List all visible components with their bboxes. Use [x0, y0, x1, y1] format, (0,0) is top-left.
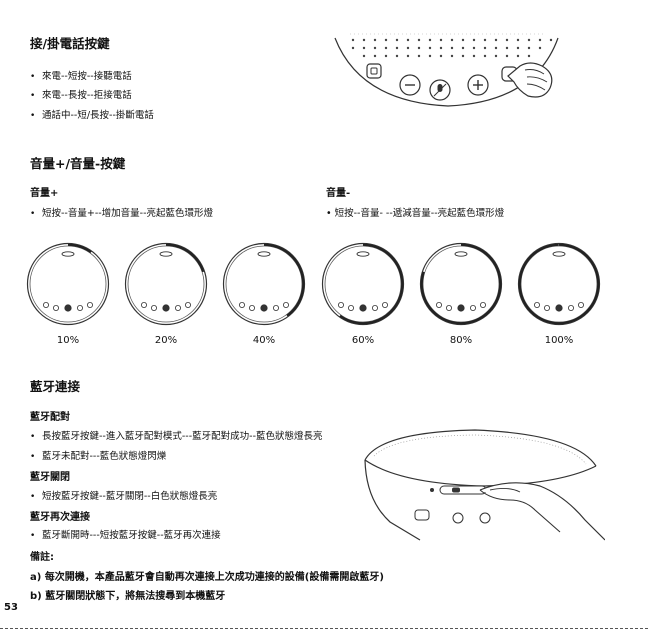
- volume-ring-arc: [263, 243, 305, 317]
- volume-ring-arc: [67, 243, 92, 254]
- grille-dot: [527, 54, 531, 58]
- grille-dot: [450, 38, 454, 42]
- volume-minus-title: 音量-: [326, 188, 351, 199]
- volume-level-speaker: [321, 242, 405, 326]
- grille-dot: [516, 38, 520, 42]
- bt-off-title: 藍牙關閉: [30, 472, 70, 483]
- grille-dot: [406, 38, 410, 42]
- grille-dot: [362, 38, 366, 42]
- grille-dot: [461, 38, 465, 42]
- grille-dot: [538, 46, 542, 50]
- volume-level-label: 10%: [56, 335, 80, 346]
- volume-level-speaker: [222, 242, 306, 326]
- grille-dot: [417, 54, 421, 58]
- grille-dot: [450, 46, 454, 50]
- bt-reconnect-item-1: 藍牙斷開時---短按藍牙按鍵--藍牙再次連接: [30, 527, 221, 541]
- grille-dot: [406, 46, 410, 50]
- grille-dot: [395, 38, 399, 42]
- bt-reconnect-title: 藍牙再次連接: [30, 512, 90, 523]
- grille-dot: [406, 54, 410, 58]
- page-bottom-divider: [0, 628, 648, 629]
- grille-dot: [472, 38, 476, 42]
- grille-dot: [527, 46, 531, 50]
- volume-level-speaker: [124, 242, 208, 326]
- volume-level-speaker: [419, 242, 503, 326]
- grille-dot: [384, 38, 388, 42]
- volume-section-title: 音量+/音量-按鍵: [30, 156, 126, 171]
- bluetooth-section-title: 藍牙連接: [30, 379, 81, 394]
- notes-title: 備註:: [30, 552, 54, 563]
- bt-pairing-title: 藍牙配對: [30, 412, 70, 423]
- grille-dot: [538, 38, 542, 42]
- note-item-a: a) 每次開機，本產品藍牙會自動再次連接上次成功連接的設備(設備需開啟藍牙): [30, 572, 384, 583]
- grille-dot: [461, 46, 465, 50]
- volume-level-speaker: [517, 242, 601, 326]
- grille-dot: [428, 38, 432, 42]
- grille-dot: [428, 54, 432, 58]
- volume-level-label: 80%: [449, 335, 473, 346]
- volume-levels-illustration: [26, 242, 601, 326]
- grille-dot: [439, 46, 443, 50]
- grille-dot: [384, 46, 388, 50]
- volume-minus-item: • 短按--音量- --遞減音量--亮起藍色環形燈: [326, 208, 505, 219]
- volume-level-label: 60%: [351, 335, 375, 346]
- volume-ring-arc: [518, 243, 600, 325]
- volume-level-label: 40%: [252, 335, 276, 346]
- grille-dot: [494, 54, 498, 58]
- grille-dot: [417, 38, 421, 42]
- grille-dot: [494, 46, 498, 50]
- volume-level-label: 100%: [544, 335, 574, 346]
- bt-pairing-item-1: 長按藍牙按鍵--進入藍牙配對模式---藍牙配對成功--藍色狀態燈長亮: [30, 428, 323, 442]
- volume-ring-arc: [339, 243, 404, 325]
- grille-dot: [549, 38, 553, 42]
- grille-dot: [472, 54, 476, 58]
- grille-dot: [483, 38, 487, 42]
- grille-dot: [417, 46, 421, 50]
- grille-dot: [395, 54, 399, 58]
- volume-ring-arc: [165, 243, 205, 273]
- grille-dot: [351, 46, 355, 50]
- grille-dot: [362, 46, 366, 50]
- grille-dot: [384, 54, 388, 58]
- grille-dot: [527, 38, 531, 42]
- answer-item-2: 來電--長按--拒接電話: [30, 87, 132, 101]
- speaker-top-illustration: [334, 33, 559, 107]
- grille-dot: [461, 54, 465, 58]
- grille-dot: [439, 54, 443, 58]
- grille-dot: [439, 38, 443, 42]
- grille-dot: [450, 54, 454, 58]
- volume-ring-arc: [420, 243, 502, 325]
- note-item-b: b) 藍牙關閉狀態下，將無法搜尋到本機藍牙: [30, 591, 226, 602]
- grille-dot: [505, 54, 509, 58]
- grille-dot: [373, 54, 377, 58]
- grille-dot: [351, 38, 355, 42]
- volume-level-speaker: [26, 242, 110, 326]
- grille-dot: [505, 38, 509, 42]
- grille-dot: [516, 46, 520, 50]
- answer-item-3: 通話中--短/長按--掛斷電話: [30, 107, 154, 121]
- grille-dot: [505, 46, 509, 50]
- answer-section-title: 接/掛電話按鍵: [30, 36, 110, 51]
- grille-dot: [395, 46, 399, 50]
- grille-dot: [373, 38, 377, 42]
- grille-dot: [516, 54, 520, 58]
- bt-off-item-1: 短按藍牙按鍵--藍牙關閉--白色狀態燈長亮: [30, 488, 217, 502]
- grille-dot: [483, 46, 487, 50]
- speaker-side-illustration: [364, 429, 605, 541]
- bt-pairing-item-2: 藍牙未配對---藍色狀態燈閃爍: [30, 448, 166, 462]
- answer-item-1: 來電--短按--接聽電話: [30, 68, 132, 82]
- grille-dot: [428, 46, 432, 50]
- page-number: 53: [4, 602, 18, 613]
- grille-dot: [373, 46, 377, 50]
- volume-plus-title: 音量+: [30, 188, 59, 199]
- grille-dot: [362, 54, 366, 58]
- grille-dot: [472, 46, 476, 50]
- volume-plus-item: 短按--音量+--增加音量--亮起藍色環形燈: [30, 205, 213, 219]
- grille-dot: [483, 54, 487, 58]
- volume-level-label: 20%: [154, 335, 178, 346]
- grille-dot: [494, 38, 498, 42]
